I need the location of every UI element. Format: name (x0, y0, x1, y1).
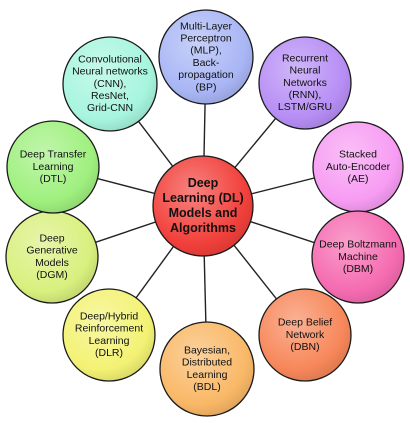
node-circle-mlp (158, 9, 254, 105)
node-label-line: (DTL) (40, 173, 67, 185)
node-label-line: Neural (290, 65, 321, 77)
node-label-line: Auto-Encoder (326, 161, 391, 173)
node-label-line: Networks (283, 77, 327, 89)
node-label-line: Machine (338, 251, 378, 263)
node-label-line: (BP) (196, 81, 217, 93)
node-label-line: Stacked (339, 149, 377, 161)
node-circle-dtl (6, 120, 100, 214)
node-label-line: Deep Transfer (20, 149, 87, 161)
node-mlp: Multi-LayerPerceptron(MLP),Back-propagat… (158, 9, 254, 105)
node-label-line: (AE) (348, 173, 369, 185)
node-label-line: Models (35, 257, 69, 269)
node-label-line: Deep/Hybrid (80, 310, 139, 322)
node-label-line: (CNN), (94, 78, 127, 90)
node-label-line: propagation (178, 69, 234, 81)
node-circle-dlr (62, 288, 156, 382)
node-label-line: Deep Belief (278, 317, 332, 329)
node-label-line: Perceptron (180, 32, 232, 44)
node-label-line: Distributed (182, 357, 232, 369)
node-label-line: Back- (193, 57, 220, 69)
node-label-line: Bayesian, (184, 344, 230, 356)
node-label-line: Learning (DL) (162, 191, 243, 205)
node-label-line: Learning (187, 369, 228, 381)
node-circle-dbm (311, 210, 405, 304)
node-label-line: Convolutional (78, 53, 142, 65)
node-circle-dbn (258, 288, 352, 382)
node-circle-rnn (258, 36, 352, 130)
node-label-line: Learning (89, 335, 130, 347)
node-label-line: (RNN), (289, 89, 322, 101)
node-label-line: Deep (39, 232, 64, 244)
node-label-line: Multi-Layer (180, 20, 232, 32)
node-label-line: Recurrent (282, 52, 328, 64)
node-label-line: Generative (26, 245, 78, 257)
node-label-line: Algorithms (170, 221, 236, 235)
node-label-line: Models and (169, 206, 238, 220)
node-label-line: (DBM) (343, 263, 373, 275)
node-label-line: (MLP), (190, 45, 222, 57)
node-label-line: Reinforcement (75, 323, 143, 335)
node-label-line: ResNet, (91, 90, 129, 102)
center-circle (152, 155, 254, 257)
node-label-line: Deep (188, 176, 219, 190)
node-label-line: (DLR) (95, 347, 123, 359)
node-circle-bdl (159, 321, 255, 417)
node-label-line: Neural networks (72, 66, 148, 78)
node-circle-cnn (62, 36, 158, 132)
node-label-line: Learning (33, 161, 74, 173)
node-label-line: (BDL) (193, 381, 220, 393)
node-label-line: (DGM) (36, 269, 68, 281)
node-label-line: Grid-CNN (87, 102, 133, 114)
node-label-line: Deep Boltzmann (319, 239, 397, 251)
node-label-line: Network (286, 329, 325, 341)
node-label-line: LSTM/GRU (278, 101, 332, 113)
node-label-line: (DBN) (290, 341, 319, 353)
